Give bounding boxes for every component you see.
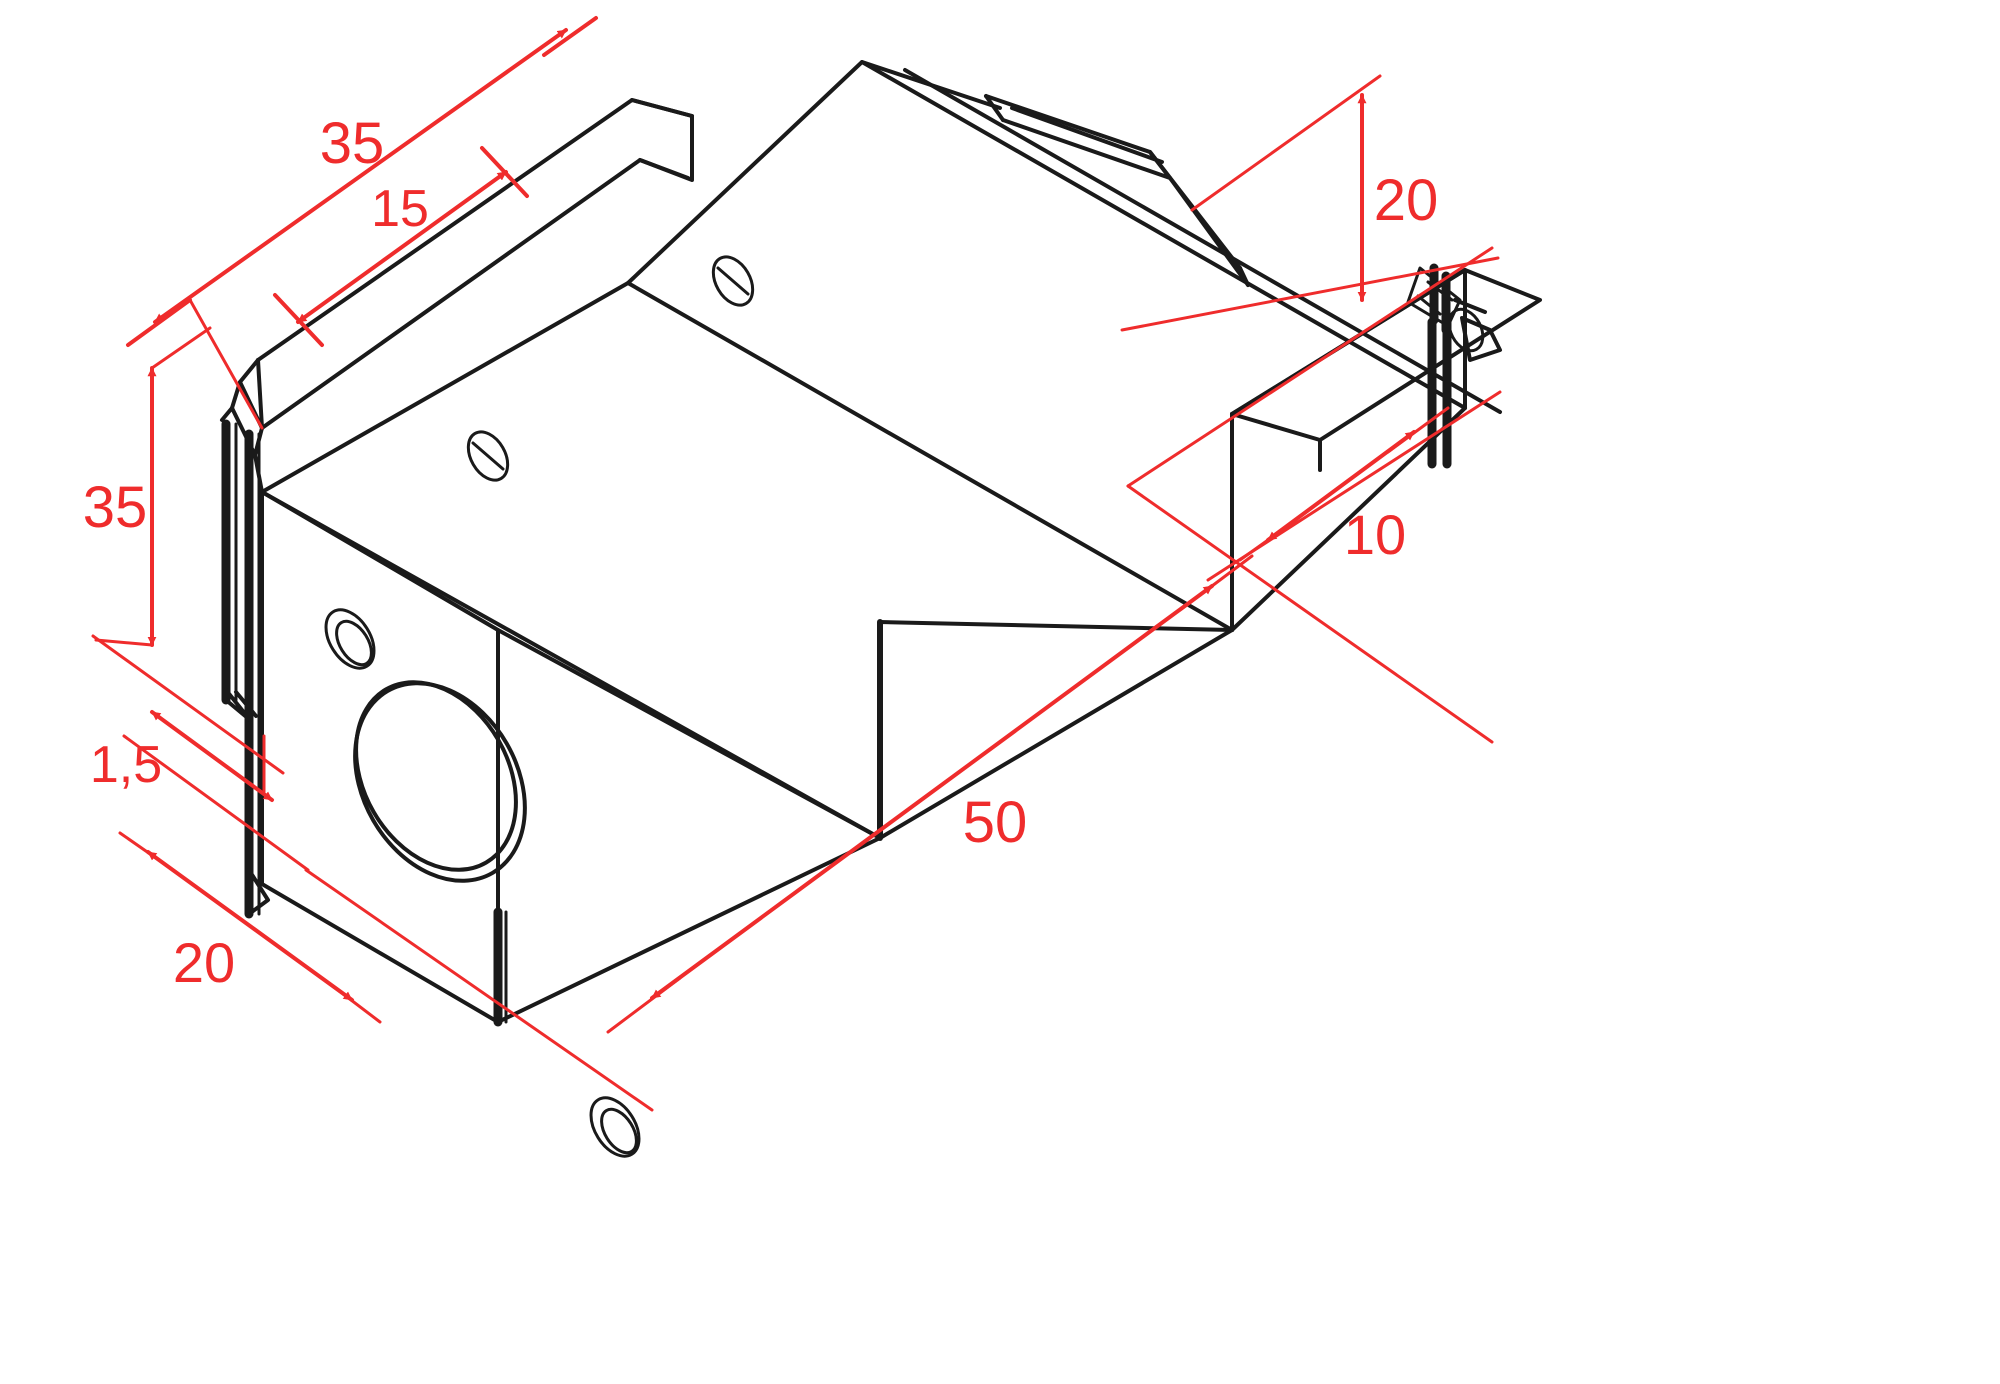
dimension-right-height-20 (1120, 74, 1500, 332)
extension-tick (328, 982, 382, 1024)
left-edge-rails-thin (234, 422, 508, 1024)
dimension-top-inner-15 (273, 146, 529, 347)
extension-line (91, 634, 285, 775)
extension-line (188, 298, 264, 430)
dimension-label-top-outer-35: 35 (320, 111, 385, 176)
body-top-face (260, 281, 1234, 840)
dimension-label-small-1-5: 1,5 (90, 736, 162, 794)
rear-rib-hole (1447, 307, 1485, 353)
witness-line (304, 868, 654, 1112)
witness-line (1206, 390, 1502, 582)
right-edge-rails (1427, 263, 1452, 469)
dimension-labels: 35 15 35 1,5 20 50 10 20 (83, 111, 1439, 994)
dimension-label-right-depth-10: 10 (1344, 503, 1406, 566)
dimension-small-1-5 (91, 634, 310, 872)
extension-tick (542, 16, 598, 57)
witness-line (1126, 484, 1494, 744)
dimension-line (150, 710, 274, 802)
extension-tick (126, 298, 192, 347)
dimension-line (146, 850, 354, 1002)
extension-line (94, 638, 154, 647)
dimension-label-top-inner-15: 15 (371, 180, 429, 238)
mounting-slot-rib-b (466, 430, 510, 482)
top-flange-rib-left (220, 98, 694, 494)
dimension-left-height-35 (94, 326, 212, 647)
extension-tick (273, 293, 324, 347)
extension-line (150, 326, 212, 370)
dimension-top-outer-35 (126, 16, 598, 430)
dimension-length-50 (304, 484, 1494, 1112)
dimension-layer (91, 16, 1502, 1112)
dimension-label-right-height-20: 20 (1374, 168, 1439, 233)
mounting-slot-upper (324, 608, 376, 670)
mounting-slot-rib-a (711, 255, 755, 307)
extension-tick (118, 831, 178, 874)
dimension-label-bottom-left-20: 20 (173, 931, 235, 994)
extension-tick (606, 976, 682, 1034)
front-bore-circle (353, 680, 527, 883)
dimension-line (650, 584, 1214, 1000)
dimension-label-left-height-35: 35 (83, 475, 148, 540)
dimension-line (296, 170, 508, 324)
witness-line (1120, 256, 1500, 332)
witness-line (1126, 246, 1494, 488)
extension-tick (1386, 406, 1450, 454)
mounting-slot-lower (589, 1096, 641, 1158)
witness-line (1190, 74, 1382, 212)
dimension-label-length-50: 50 (963, 790, 1028, 855)
extension-line (122, 734, 310, 872)
body-right-face (878, 412, 1234, 840)
top-flange-rib-right (984, 94, 1250, 287)
dimension-bottom-left-20 (118, 831, 382, 1024)
dimension-right-depth-10 (1126, 246, 1502, 582)
right-end-bracket (1230, 268, 1542, 632)
extension-tick (480, 146, 529, 198)
